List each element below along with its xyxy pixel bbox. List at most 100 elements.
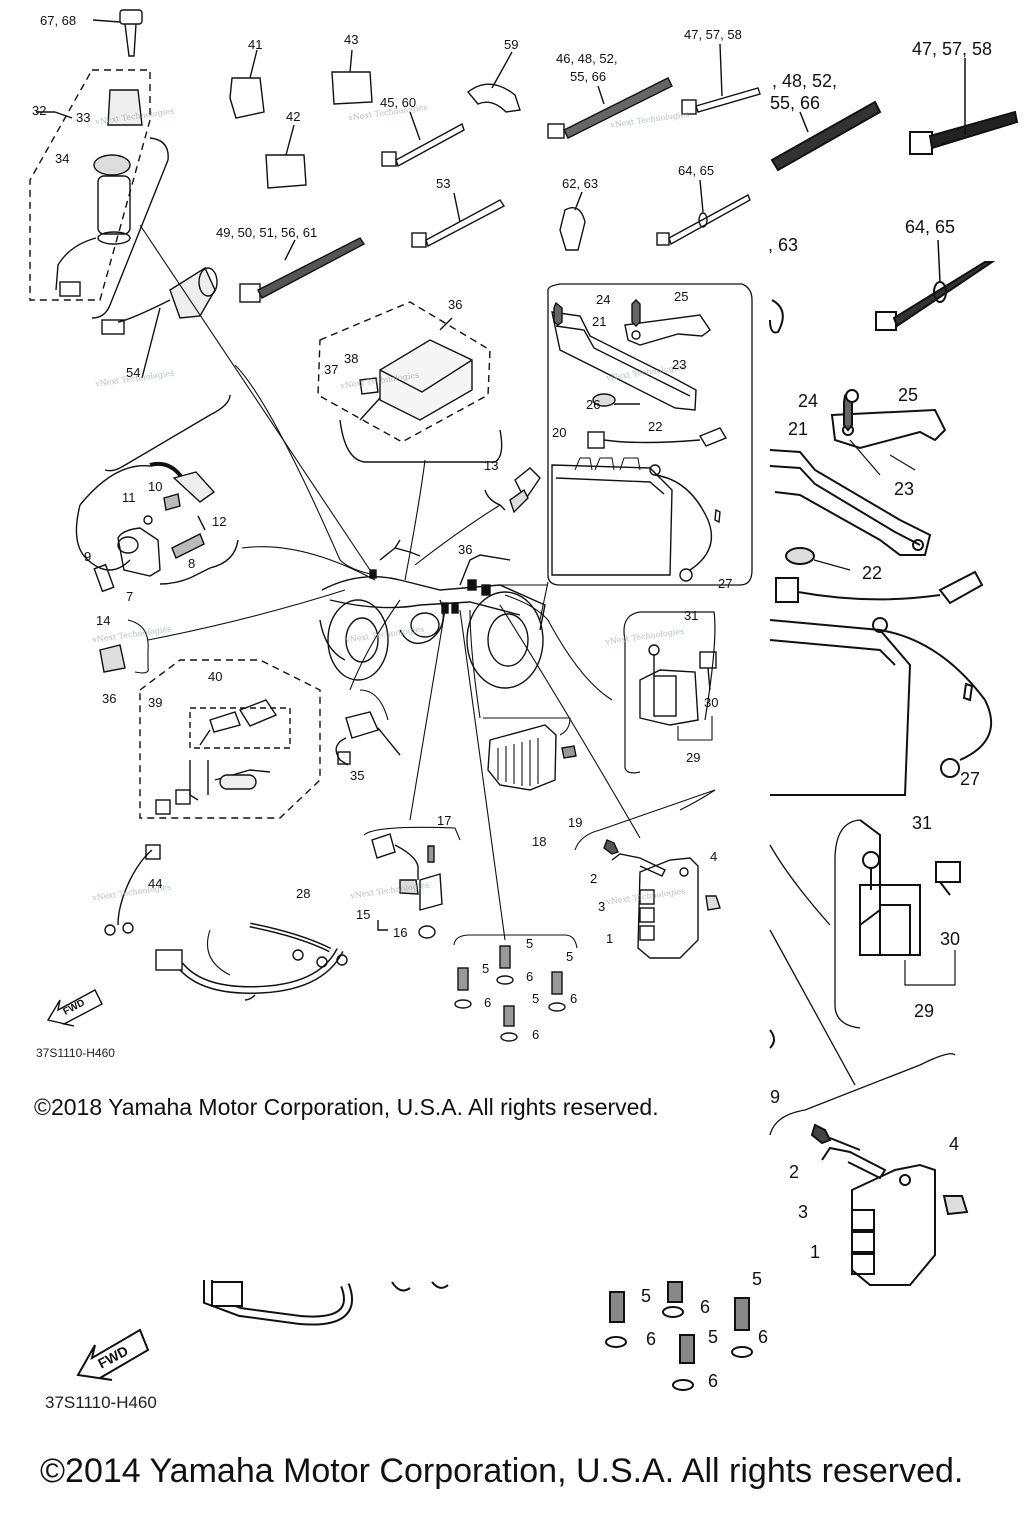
label-10: 10: [148, 479, 163, 494]
large-label-64-65: 64, 65: [905, 217, 956, 237]
large-label-1: 1: [810, 1242, 821, 1262]
label-3: 3: [598, 899, 606, 914]
large-cable-tie-strap: [928, 110, 1019, 150]
label-39: 39: [148, 695, 163, 710]
label-29: 29: [686, 750, 701, 765]
large-label-4: 4: [949, 1134, 960, 1154]
label-25: 25: [674, 289, 689, 304]
label-16: 16: [393, 925, 408, 940]
label-6a: 6: [526, 969, 534, 984]
label-14: 14: [96, 613, 111, 628]
label-62-63: 62, 63: [562, 176, 599, 191]
label-2: 2: [590, 871, 598, 886]
label-23: 23: [672, 357, 687, 372]
label-5c: 5: [566, 949, 574, 964]
large-label-5b: 5: [708, 1327, 719, 1347]
label-36-left: 36: [102, 691, 117, 706]
label-13: 13: [484, 458, 499, 473]
large-label-25: 25: [898, 385, 919, 405]
large-label-23: 23: [894, 479, 915, 499]
label-22: 22: [648, 419, 663, 434]
label-6b: 6: [484, 995, 492, 1010]
label-31: 31: [684, 608, 699, 623]
label-47-57-58: 47, 57, 58: [684, 27, 742, 42]
label-18: 18: [532, 834, 547, 849]
large-label-21: 21: [788, 419, 809, 439]
large-label-47-57-58: 47, 57, 58: [912, 39, 993, 59]
label-67-68: 67, 68: [40, 13, 77, 28]
label-45-60: 45, 60: [380, 95, 417, 110]
label-46-48-52: 46, 48, 52,: [556, 51, 618, 66]
label-37: 37: [324, 362, 339, 377]
label-53: 53: [436, 176, 451, 191]
large-label-55-66: 55, 66: [770, 93, 821, 113]
large-label-30: 30: [940, 929, 961, 949]
large-label-9: 9: [770, 1087, 781, 1107]
large-label-22: 22: [862, 563, 883, 583]
label-44: 44: [148, 876, 163, 891]
label-4: 4: [710, 849, 718, 864]
label-55-66: 55, 66: [570, 69, 607, 84]
label-28: 28: [296, 886, 311, 901]
label-6c: 6: [570, 991, 578, 1006]
label-36-top: 36: [448, 297, 463, 312]
label-38: 38: [344, 351, 359, 366]
label-21: 21: [592, 314, 607, 329]
label-5d: 5: [532, 991, 540, 1006]
copyright-2014: ©2014 Yamaha Motor Corporation, U.S.A. A…: [40, 1452, 964, 1490]
label-54: 54: [126, 365, 141, 380]
label-43: 43: [344, 32, 359, 47]
label-5b: 5: [482, 961, 490, 976]
label-5a: 5: [526, 936, 534, 951]
large-battery-body: [769, 619, 912, 796]
large-label-27: 27: [960, 769, 981, 789]
label-32: 32: [32, 103, 47, 118]
label-19: 19: [568, 815, 583, 830]
label-26: 26: [586, 397, 601, 412]
label-35: 35: [350, 768, 365, 783]
large-label-24: 24: [798, 391, 819, 411]
diagram-code: 37S1110-H460: [36, 1046, 115, 1060]
atv-outline: [319, 539, 546, 689]
label-59: 59: [504, 37, 519, 52]
large-label-5c: 5: [752, 1269, 763, 1289]
label-7: 7: [126, 589, 134, 604]
label-36-center: 36: [458, 542, 473, 557]
label-34: 34: [55, 151, 70, 166]
large-fwd-arrow-shape: [76, 1328, 150, 1381]
large-label-3: 3: [798, 1202, 809, 1222]
label-20: 20: [552, 425, 567, 440]
label-9: 9: [84, 549, 92, 564]
copyright-2018: ©2018 Yamaha Motor Corporation, U.S.A. A…: [34, 1094, 659, 1120]
large-label-2: 2: [789, 1162, 800, 1182]
large-diagram-code: 37S1110-H460: [45, 1393, 157, 1412]
large-label-5a: 5: [641, 1286, 652, 1306]
label-24: 24: [596, 292, 611, 307]
label-30: 30: [704, 695, 719, 710]
large-long-strap: [770, 100, 882, 172]
label-1: 1: [606, 931, 614, 946]
large-label-6b: 6: [646, 1329, 657, 1349]
battery-body: [551, 464, 673, 576]
label-6d: 6: [532, 1027, 540, 1042]
large-label-62-63: , 63: [768, 235, 799, 255]
label-40: 40: [208, 669, 223, 684]
label-17: 17: [437, 813, 452, 828]
large-label-6a: 6: [700, 1297, 711, 1317]
large-label-48-52: , 48, 52,: [772, 71, 838, 91]
label-27: 27: [718, 576, 733, 591]
label-8: 8: [188, 556, 196, 571]
battery-area-frame: [547, 283, 753, 586]
large-label-6d: 6: [708, 1371, 719, 1391]
label-42: 42: [286, 109, 301, 124]
label-33: 33: [76, 110, 91, 125]
ignition-key-shape: [119, 9, 143, 25]
label-64-65: 64, 65: [678, 163, 715, 178]
label-12: 12: [212, 514, 227, 529]
label-49-50-51-56-61: 49, 50, 51, 56, 61: [216, 225, 318, 240]
label-15: 15: [356, 907, 371, 922]
large-label-6c: 6: [758, 1327, 769, 1347]
